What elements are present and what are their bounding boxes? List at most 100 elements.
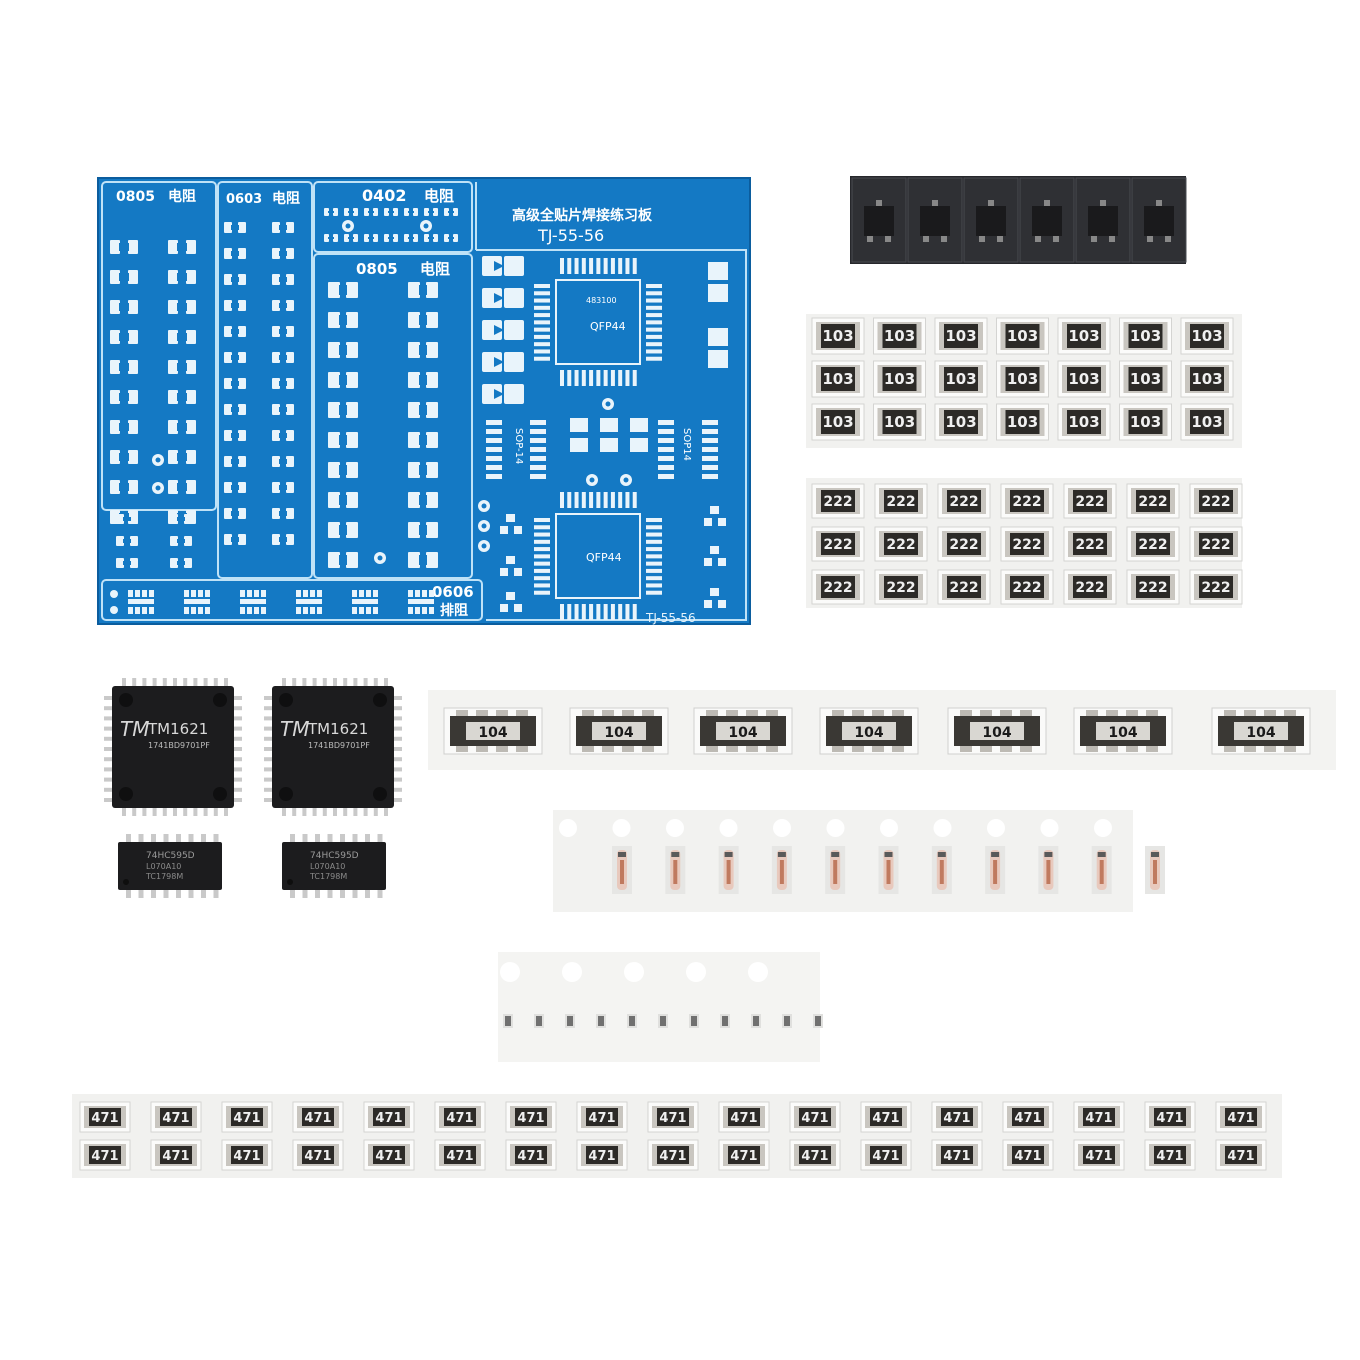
pad-0603 (272, 274, 294, 285)
resistor-103: 103 (873, 360, 926, 398)
resistor-222-marking: 222 (1201, 494, 1230, 510)
pad-0805-mid (328, 402, 358, 418)
resistor-471: 471 (718, 1139, 770, 1171)
pad-0805-left (110, 420, 138, 434)
pad-diode (482, 384, 524, 404)
pad-0606-array (352, 590, 378, 614)
resistor-array-104: 104 (819, 707, 919, 755)
resistor-471: 471 (1073, 1101, 1125, 1133)
pad-0402 (364, 234, 378, 242)
sot23-transistor (907, 177, 963, 263)
resistor-103-marking: 103 (1191, 370, 1222, 388)
pcb-model-bottom: TJ-55-56 (645, 611, 696, 625)
tape-sprocket-hole (666, 819, 684, 837)
pad-0805-left (110, 480, 138, 494)
resistor-222: 222 (1189, 483, 1243, 519)
sot23-transistor (1019, 177, 1075, 263)
pad-sot23 (704, 506, 726, 526)
pad-diode-small (600, 418, 618, 452)
pad-0402 (344, 208, 358, 216)
resistor-471: 471 (363, 1139, 415, 1171)
pad-0805-mid (408, 522, 438, 538)
glass-diode (825, 846, 846, 894)
chip-lot-marking: 1741BD9701PF (308, 741, 370, 750)
resistor-471: 471 (647, 1139, 699, 1171)
pad-0805-mid (408, 492, 438, 508)
resistor-103: 103 (996, 403, 1049, 441)
resistor-103: 103 (1180, 360, 1234, 398)
pad-0603 (224, 378, 246, 389)
pad-0805-mid (408, 462, 438, 478)
resistor-103-marking: 103 (1191, 327, 1222, 345)
pad-0603 (224, 404, 246, 415)
chip-lot-marking: 1741BD9701PF (148, 741, 210, 750)
capacitor-0402 (813, 1014, 823, 1028)
resistor-103: 103 (1119, 360, 1172, 398)
resistor-222-marking: 222 (1012, 494, 1041, 510)
pad-0805-mid (408, 342, 438, 358)
pad-diode-small (630, 418, 648, 452)
section-label-0805-mid: 0805 (356, 260, 398, 278)
pad-0805-mid (328, 282, 358, 298)
tape-sprocket-hole (500, 962, 520, 982)
resistor-222-marking: 222 (1201, 537, 1230, 553)
resistor-103: 103 (1057, 317, 1111, 355)
resistor-103: 103 (811, 403, 865, 441)
resistor-471: 471 (150, 1101, 202, 1133)
resistor-471: 471 (434, 1101, 486, 1133)
resistor-103-marking: 103 (1191, 413, 1222, 431)
pad-0805-mid (408, 432, 438, 448)
pad-0603 (272, 378, 294, 389)
resistor-471-marking: 471 (801, 1111, 828, 1126)
resistor-103: 103 (934, 403, 988, 441)
resistor-array-104-marking: 104 (1246, 725, 1275, 741)
pad-0805-left (110, 330, 138, 344)
qfp-bottom-label: QFP44 (586, 551, 622, 564)
pcb-model: TJ-55-56 (537, 226, 604, 245)
pad-0402 (324, 208, 338, 216)
pad-diode (482, 352, 524, 372)
small-capacitor-tape (498, 952, 823, 1062)
pad-0805-mid (328, 432, 358, 448)
section-label-0402: 0402 (362, 186, 407, 205)
resistor-222: 222 (1063, 569, 1117, 605)
pad-0606-array (296, 590, 322, 614)
qfp44-footprint-bottom (534, 492, 662, 620)
pad-0402 (364, 208, 378, 216)
resistor-471-marking: 471 (872, 1149, 899, 1164)
pad-diode-right (708, 328, 728, 368)
pad-0402 (344, 234, 358, 242)
pad-0402 (444, 208, 458, 216)
resistor-222: 222 (811, 569, 865, 605)
glass-diode (985, 846, 1006, 894)
resistor-471: 471 (1215, 1139, 1267, 1171)
resistor-471: 471 (505, 1101, 557, 1133)
resistor-471: 471 (1002, 1139, 1054, 1171)
pad-small (170, 558, 192, 568)
glass-diode (1091, 846, 1112, 894)
resistor-471-marking: 471 (1085, 1111, 1112, 1126)
resistor-103-marking: 103 (1068, 370, 1099, 388)
pad-diode-small (570, 418, 588, 452)
pad-0402 (384, 208, 398, 216)
chip-lot-marking: TC1798M (145, 872, 183, 881)
resistor-222-marking: 222 (823, 580, 852, 596)
resistor-471-marking: 471 (801, 1149, 828, 1164)
resistor-103-marking: 103 (822, 413, 853, 431)
sot23-transistor-strip (850, 176, 1187, 264)
capacitor-0402 (596, 1014, 606, 1028)
glass-diode (665, 846, 686, 894)
resistor-471-marking: 471 (162, 1149, 189, 1164)
pad-0402 (404, 234, 418, 242)
pad-sot23 (500, 556, 522, 576)
pad-0603 (272, 456, 294, 467)
resistor-222-marking: 222 (1012, 537, 1041, 553)
resistor-471-marking: 471 (517, 1111, 544, 1126)
resistor-array-104: 104 (1211, 707, 1311, 755)
resistor-103: 103 (811, 360, 865, 398)
resistor-103-marking: 103 (945, 327, 976, 345)
resistor-103: 103 (1119, 317, 1172, 355)
sot23-transistor (1131, 177, 1187, 263)
resistor-222: 222 (874, 526, 928, 562)
